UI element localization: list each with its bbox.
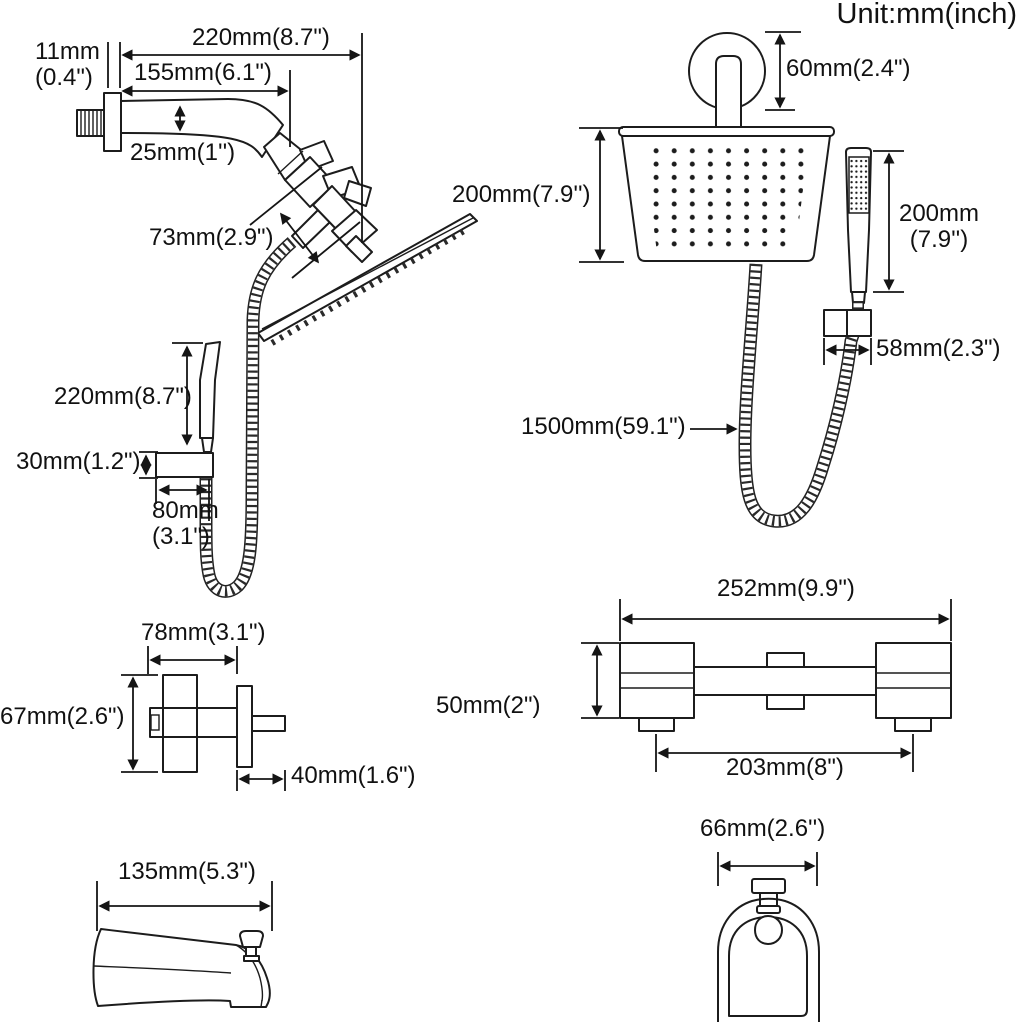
dim-label-head-depth: 73mm(2.9") <box>149 224 274 251</box>
dim-label-hand-shower-length: 200mm (7.9'') <box>898 200 980 253</box>
wall-flange <box>103 92 122 152</box>
wand-connector <box>201 437 214 453</box>
shower-hose <box>206 242 292 591</box>
hand-shower-wand-right <box>845 147 872 304</box>
diverter-valve <box>263 132 378 263</box>
dim-label-arm-diameter: 25mm(1'') <box>130 139 236 166</box>
bracket-socket-hole <box>754 915 783 945</box>
hand-shower-wand <box>199 341 221 439</box>
ceiling-arm <box>715 55 742 129</box>
valve-right-block <box>875 642 952 719</box>
dim-label-bar-centers: 203mm(8") <box>726 754 844 781</box>
valve-stem <box>251 715 286 732</box>
dim-label-valve-height: 67mm(2.6") <box>0 703 125 730</box>
dim-label-bar-width: 252mm(9.9") <box>717 575 855 602</box>
dim-label-holder-width: 58mm(2.3") <box>876 335 1001 362</box>
dim-label-arm-straight: 155mm(6.1") <box>134 59 272 86</box>
holder-block-left <box>823 309 848 337</box>
angled-shower-diagram <box>76 92 478 591</box>
angled-head-plate <box>257 213 478 346</box>
dim-label-wand-height: 220mm(8.7") <box>54 383 192 410</box>
valve-left-block <box>619 642 695 719</box>
dim-label-wall-spacer: 11mm (0.4") <box>35 38 100 91</box>
dim-label-bracket-width: 66mm(2.6'') <box>700 815 826 842</box>
unit-note: Unit:mm(inch) <box>836 0 1017 30</box>
bracket-knob <box>751 878 786 914</box>
volume-control-diagram <box>149 674 286 773</box>
diverter-pull-knob <box>239 930 264 962</box>
valve-bar-diagram <box>619 642 952 732</box>
wall-bracket-diagram <box>717 878 820 1022</box>
wand-holder-bracket <box>155 452 214 478</box>
holder-block-right <box>846 309 872 337</box>
valve-handle-bar <box>162 674 198 773</box>
right-inlet <box>894 717 932 732</box>
dim-label-ceiling-arm: 60mm(2.4") <box>786 55 911 82</box>
dim-label-bracket-depth: 80mm (3.1") <box>152 497 219 550</box>
dim-label-hose-length: 1500mm(59.1") <box>521 413 686 440</box>
dimension-lines <box>96 31 952 931</box>
wand-spray-face <box>848 156 870 214</box>
left-inlet <box>638 717 675 732</box>
valve-plate <box>236 685 253 768</box>
dim-label-spout-length: 135mm(5.3") <box>118 858 256 885</box>
top-tab <box>766 652 805 668</box>
dim-label-valve-width: 78mm(3.1") <box>141 619 266 646</box>
dim-label-arm-total: 220mm(8.7") <box>192 24 330 51</box>
shower-hose-long <box>745 264 854 521</box>
tub-spout-diagram <box>92 928 271 1008</box>
rain-shower-head <box>618 126 835 262</box>
dim-label-valve-stem: 40mm(1.6") <box>291 762 416 789</box>
bottom-tab <box>766 694 805 710</box>
handheld-holder-diagram <box>155 341 221 478</box>
spray-nozzle-grid <box>643 142 809 253</box>
connecting-bar <box>693 666 877 696</box>
dim-label-bracket-height: 30mm(1.2") <box>16 448 141 475</box>
rain-shower-diagram <box>618 32 872 521</box>
shower-arm <box>76 92 284 158</box>
dim-label-rain-head-width: 200mm(7.9'') <box>452 181 591 208</box>
dim-label-bar-height: 50mm(2") <box>436 692 541 719</box>
